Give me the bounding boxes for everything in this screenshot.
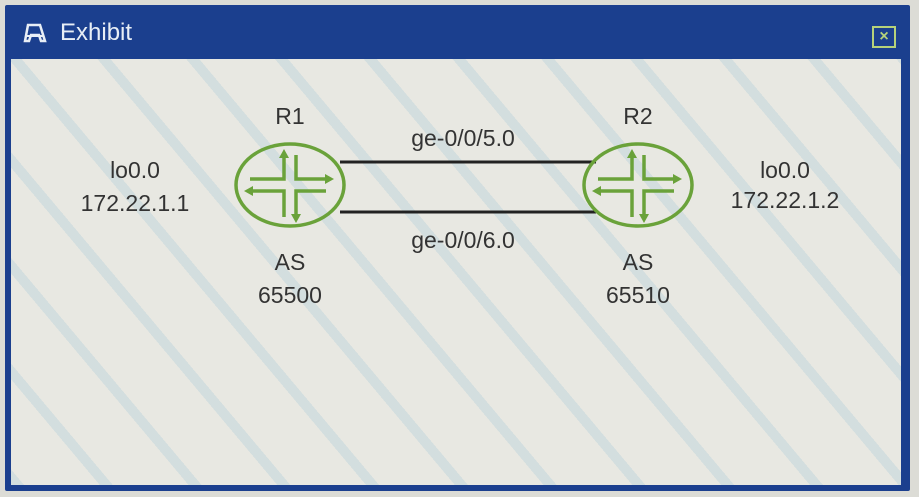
r2-loopback-if: lo0.0 [760,157,810,183]
r2-as-number: 65510 [606,282,670,308]
exhibit-content: R1 R2 ge-0/0/5.0 ge-0/0/6.0 lo0.0 172.22… [11,59,901,485]
r1-loopback-ip: 172.22.1.1 [80,190,190,216]
link-label-ge-0-0-6: ge-0/0/6.0 [411,227,515,253]
topology-diagram [234,142,694,228]
router-r2-name: R2 [623,103,653,129]
router-r1-icon [234,142,346,228]
exhibit-icon [23,23,47,43]
window-title: Exhibit [60,19,133,46]
r1-as-label: AS [274,249,306,275]
r1-loopback-if: lo0.0 [110,157,160,183]
r2-as-label: AS [622,249,654,275]
close-icon: × [879,28,889,45]
title-bar: Exhibit × [5,5,910,59]
close-button[interactable]: × [872,26,896,48]
router-r1-name: R1 [275,103,305,129]
link-label-ge-0-0-5: ge-0/0/5.0 [411,125,515,151]
r1-as-number: 65500 [258,282,322,308]
router-r2-icon [582,142,694,228]
exhibit-window: Exhibit × R1 R2 ge-0/0/5.0 ge-0/0/6.0 lo… [5,5,910,491]
r2-loopback-ip: 172.22.1.2 [730,187,840,213]
